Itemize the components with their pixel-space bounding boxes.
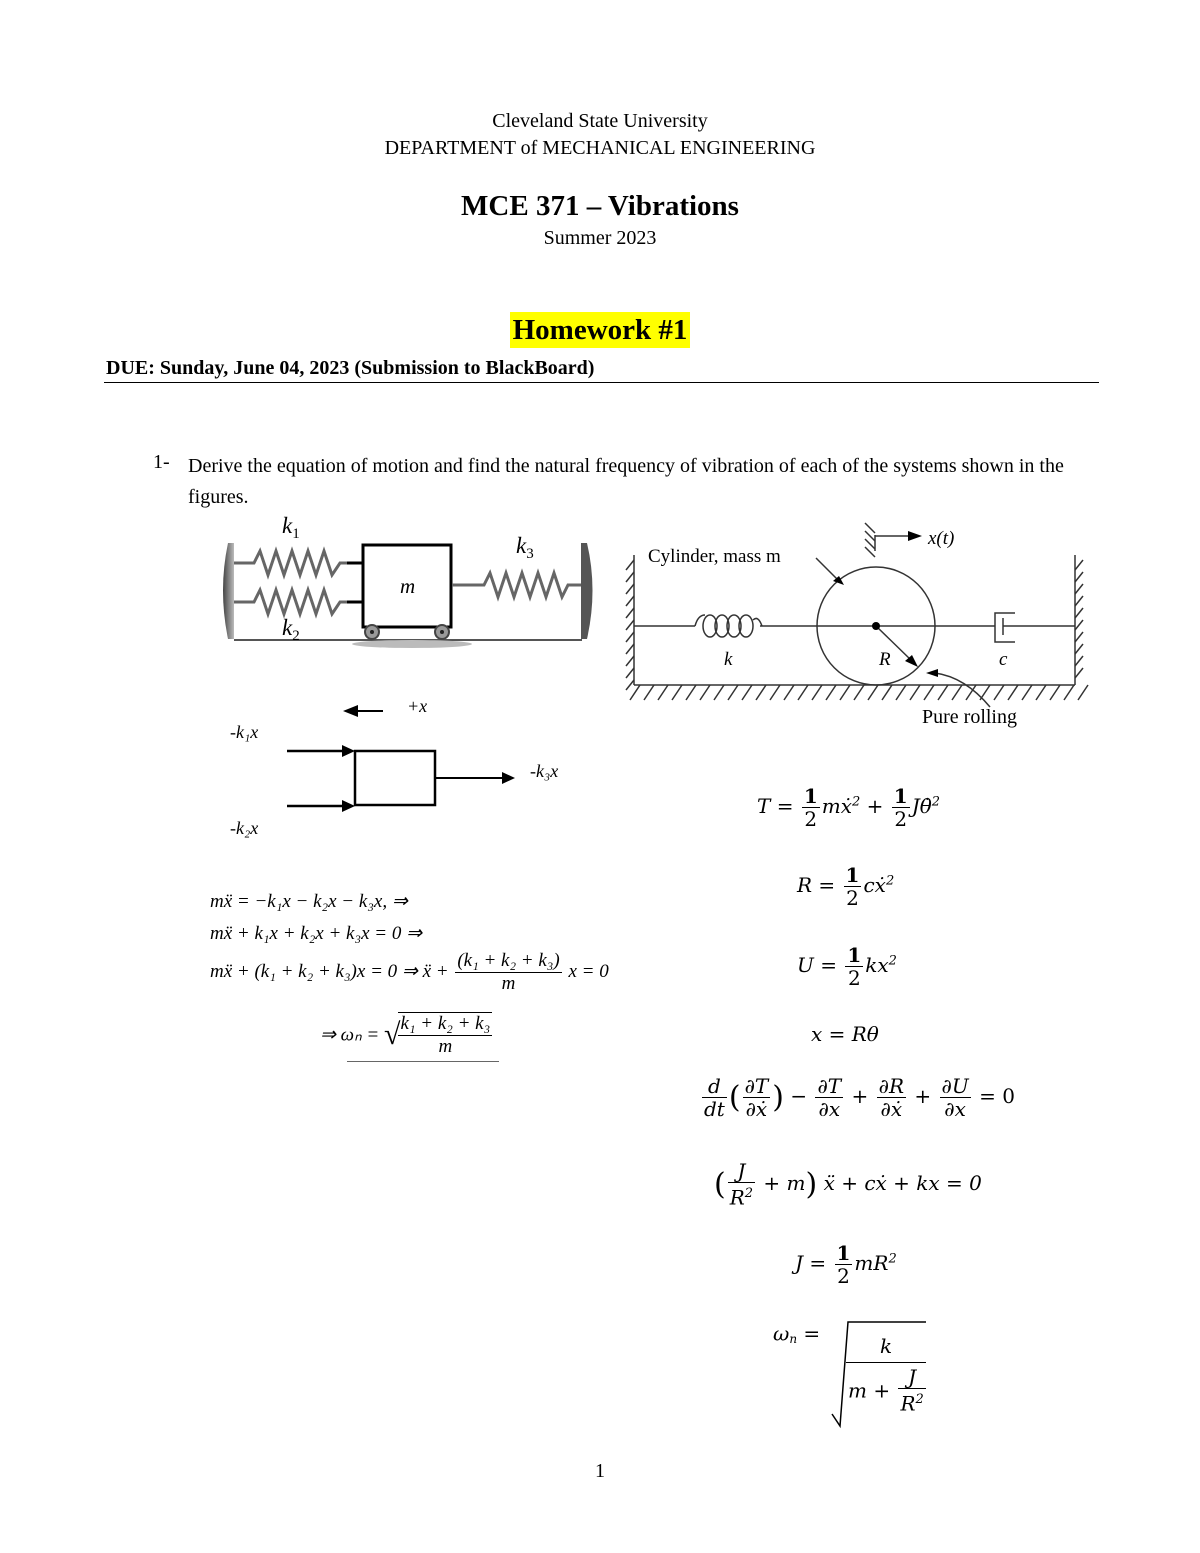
fbd-block bbox=[353, 749, 437, 807]
damper-c-icon bbox=[994, 612, 1075, 643]
question-text: Derive the equation of motion and find t… bbox=[188, 455, 1064, 508]
eq-kinematic-constraint: x = Rθ bbox=[811, 1022, 879, 1046]
svg-text:+x: +x bbox=[407, 696, 427, 716]
homework-title: Homework #1 bbox=[509, 312, 691, 348]
homework-title-wrap: Homework #1 bbox=[0, 312, 1200, 348]
svg-text:k1: k1 bbox=[282, 513, 300, 542]
svg-text:Pure rolling: Pure rolling bbox=[922, 706, 1017, 728]
due-date: DUE: Sunday, June 04, 2023 (Submission t… bbox=[106, 357, 595, 379]
svg-text:m: m bbox=[400, 574, 415, 598]
right-wall-icon bbox=[581, 543, 593, 639]
answer-underline bbox=[347, 1061, 499, 1062]
svg-text:Cylinder, mass m: Cylinder, mass m bbox=[648, 546, 781, 567]
svg-text:x(t): x(t) bbox=[927, 528, 954, 549]
sqrt-sign-icon bbox=[831, 1321, 926, 1429]
course-title: MCE 371 – Vibrations bbox=[461, 190, 739, 222]
header-divider bbox=[104, 382, 1099, 383]
spring-k3-icon bbox=[452, 568, 581, 602]
svg-text:-k₂x: -k₂x bbox=[230, 818, 258, 838]
svg-text:k2: k2 bbox=[282, 615, 300, 644]
arrow-right-icon bbox=[342, 745, 355, 757]
page-number: 1 bbox=[595, 1460, 605, 1482]
svg-text:c: c bbox=[999, 649, 1008, 670]
arrow-right-icon bbox=[342, 800, 355, 812]
omega-fraction-bar bbox=[846, 1362, 926, 1363]
spring-mass-figure: m k1 k2 k3 bbox=[223, 513, 593, 648]
arrow-right-icon bbox=[908, 531, 922, 541]
eq-newton-2: mẍ + k₁x + k₂x + k₃x = 0 ⇒ bbox=[210, 923, 423, 944]
term: Summer 2023 bbox=[543, 227, 657, 249]
free-body-diagram: +x -k₁x -k₃x -k₂x bbox=[230, 696, 558, 838]
arrow-left-icon bbox=[343, 705, 358, 717]
university-name: Cleveland State University bbox=[492, 110, 708, 132]
rolling-cylinder-figure: x(t) Cylinder, mass m k R c Pure rolling bbox=[625, 522, 1089, 728]
arrow-right-icon bbox=[502, 772, 515, 784]
cylinder-icon bbox=[816, 566, 936, 686]
svg-text:-k₃x: -k₃x bbox=[530, 761, 558, 781]
spring-k1-icon bbox=[234, 546, 362, 580]
svg-text:k3: k3 bbox=[516, 533, 534, 562]
svg-text:R: R bbox=[878, 649, 891, 670]
question-number: 1- bbox=[153, 451, 170, 473]
spring-k-icon bbox=[702, 614, 763, 638]
spring-k2-icon bbox=[234, 585, 362, 619]
omega-numerator: k bbox=[879, 1334, 893, 1358]
eq-natural-frequency-2: ωn = bbox=[773, 1321, 821, 1347]
eq-newton-3: mẍ + (k₁ + k₂ + k₃)x = 0 ⇒ ẍ + (k₁ + k₂ … bbox=[210, 950, 609, 994]
eq-newton-1: mẍ = −k₁x − k₂x − k₃x, ⇒ bbox=[210, 891, 408, 912]
left-wall-icon bbox=[223, 543, 234, 639]
svg-text:-k₁x: -k₁x bbox=[230, 722, 258, 742]
mass-block bbox=[361, 543, 453, 629]
svg-text:k: k bbox=[724, 649, 733, 670]
department-name: DEPARTMENT of MECHANICAL ENGINEERING bbox=[384, 137, 816, 159]
